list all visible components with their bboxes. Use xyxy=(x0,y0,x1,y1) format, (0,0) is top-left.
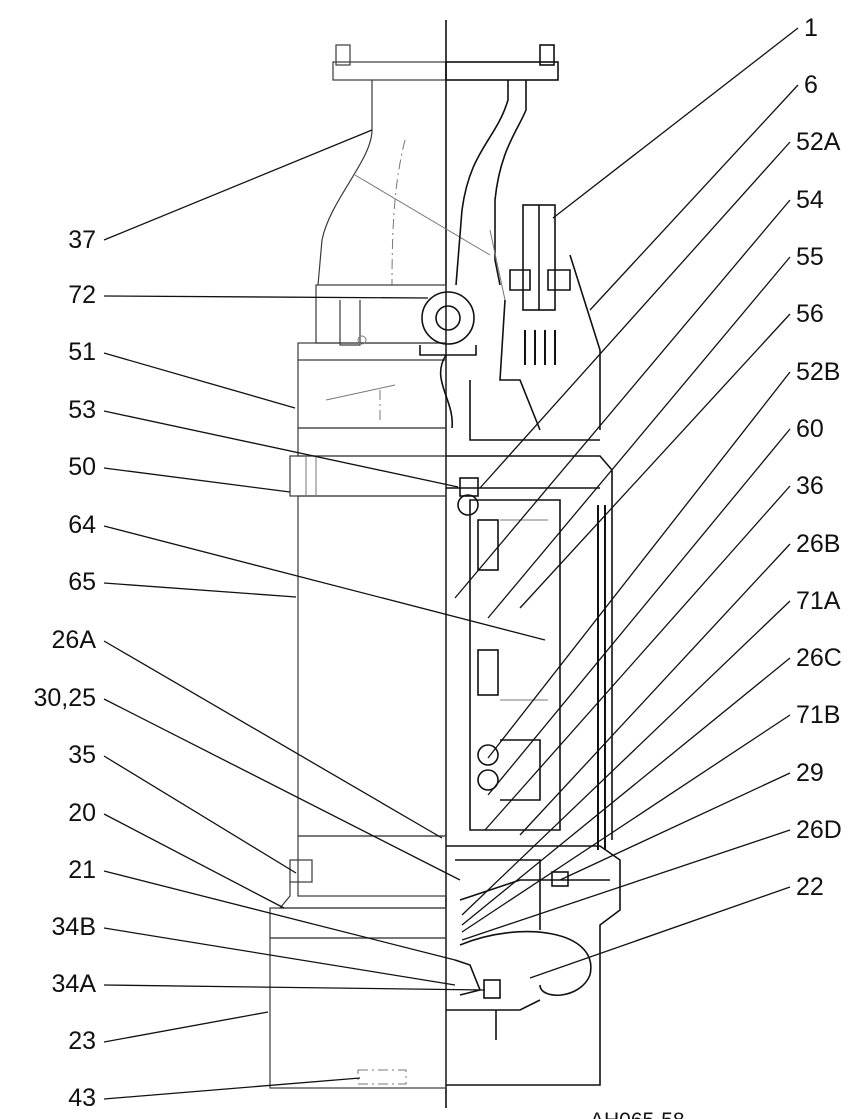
leader-23 xyxy=(103,1011,269,1043)
leader-52b xyxy=(487,371,791,759)
leader-26c xyxy=(461,657,791,926)
leader-50 xyxy=(103,467,291,493)
leader-6 xyxy=(589,84,799,311)
labels-right-group: 1 6 52A 54 55 56 52B 60 36 26B 71A 26C 7… xyxy=(796,14,842,901)
label-37: 37 xyxy=(68,226,96,254)
leader-29 xyxy=(559,772,791,881)
leader-54 xyxy=(454,199,791,599)
label-52a: 52A xyxy=(796,128,841,156)
leader-71a xyxy=(461,600,791,916)
label-26a: 26A xyxy=(52,626,97,654)
label-36: 36 xyxy=(796,472,824,500)
discharge-elbow-exterior xyxy=(317,44,491,286)
leader-34a xyxy=(103,984,486,991)
leader-43 xyxy=(103,1077,361,1100)
label-71b: 71B xyxy=(796,701,840,729)
leader-26b xyxy=(519,543,791,836)
label-65: 65 xyxy=(68,568,96,596)
leader-72 xyxy=(103,295,429,299)
upper-housing xyxy=(297,284,477,429)
label-29: 29 xyxy=(796,759,824,787)
label-26c: 26C xyxy=(796,644,842,672)
label-26d: 26D xyxy=(796,816,842,844)
motor-frame-section xyxy=(446,455,613,850)
label-22: 22 xyxy=(796,873,824,901)
label-53: 53 xyxy=(68,396,96,424)
leader-65 xyxy=(103,582,297,598)
label-50: 50 xyxy=(68,453,96,481)
label-55: 55 xyxy=(796,243,824,271)
leader-64 xyxy=(103,525,546,641)
leader-26a xyxy=(103,640,443,839)
leader-21 xyxy=(103,870,456,961)
leaders-left xyxy=(103,129,546,1100)
leader-22 xyxy=(529,886,791,979)
label-34b: 34B xyxy=(52,913,96,941)
label-30-25: 30,25 xyxy=(33,684,96,712)
leader-30-25 xyxy=(103,698,461,881)
label-23: 23 xyxy=(68,1027,96,1055)
label-34a: 34A xyxy=(52,970,97,998)
drawing-code: AH065-58 xyxy=(590,1109,685,1119)
discharge-elbow-section xyxy=(445,44,559,301)
label-71a: 71A xyxy=(796,587,841,615)
label-20: 20 xyxy=(68,799,96,827)
label-56: 56 xyxy=(796,300,824,328)
label-51: 51 xyxy=(68,338,96,366)
motor-frame-exterior xyxy=(289,427,447,837)
leader-37 xyxy=(103,129,373,241)
labels-left-group: 37 72 51 53 50 64 65 26A 30,25 35 20 21 … xyxy=(33,226,96,1112)
cable-entry xyxy=(469,204,601,441)
leader-34b xyxy=(103,927,456,986)
label-26b: 26B xyxy=(796,530,840,558)
leader-56 xyxy=(519,313,791,609)
leaders-right xyxy=(454,27,799,979)
leader-35 xyxy=(103,755,297,874)
leader-26d xyxy=(461,829,791,941)
label-43: 43 xyxy=(68,1084,96,1112)
label-52b: 52B xyxy=(796,358,840,386)
leader-60 xyxy=(487,428,791,796)
label-72: 72 xyxy=(68,281,96,309)
label-60: 60 xyxy=(796,415,824,443)
label-64: 64 xyxy=(68,511,96,539)
label-6: 6 xyxy=(804,71,818,99)
label-35: 35 xyxy=(68,741,96,769)
leader-36 xyxy=(484,485,791,831)
leader-1 xyxy=(552,27,799,219)
lower-casing xyxy=(269,835,621,1089)
leader-53 xyxy=(103,410,459,488)
label-1: 1 xyxy=(804,14,818,42)
leader-55 xyxy=(487,256,791,619)
leader-51 xyxy=(103,352,296,409)
leader-71b xyxy=(461,714,791,933)
leader-52a xyxy=(479,141,791,489)
label-21: 21 xyxy=(68,856,96,884)
leader-20 xyxy=(103,813,285,909)
label-54: 54 xyxy=(796,186,824,214)
